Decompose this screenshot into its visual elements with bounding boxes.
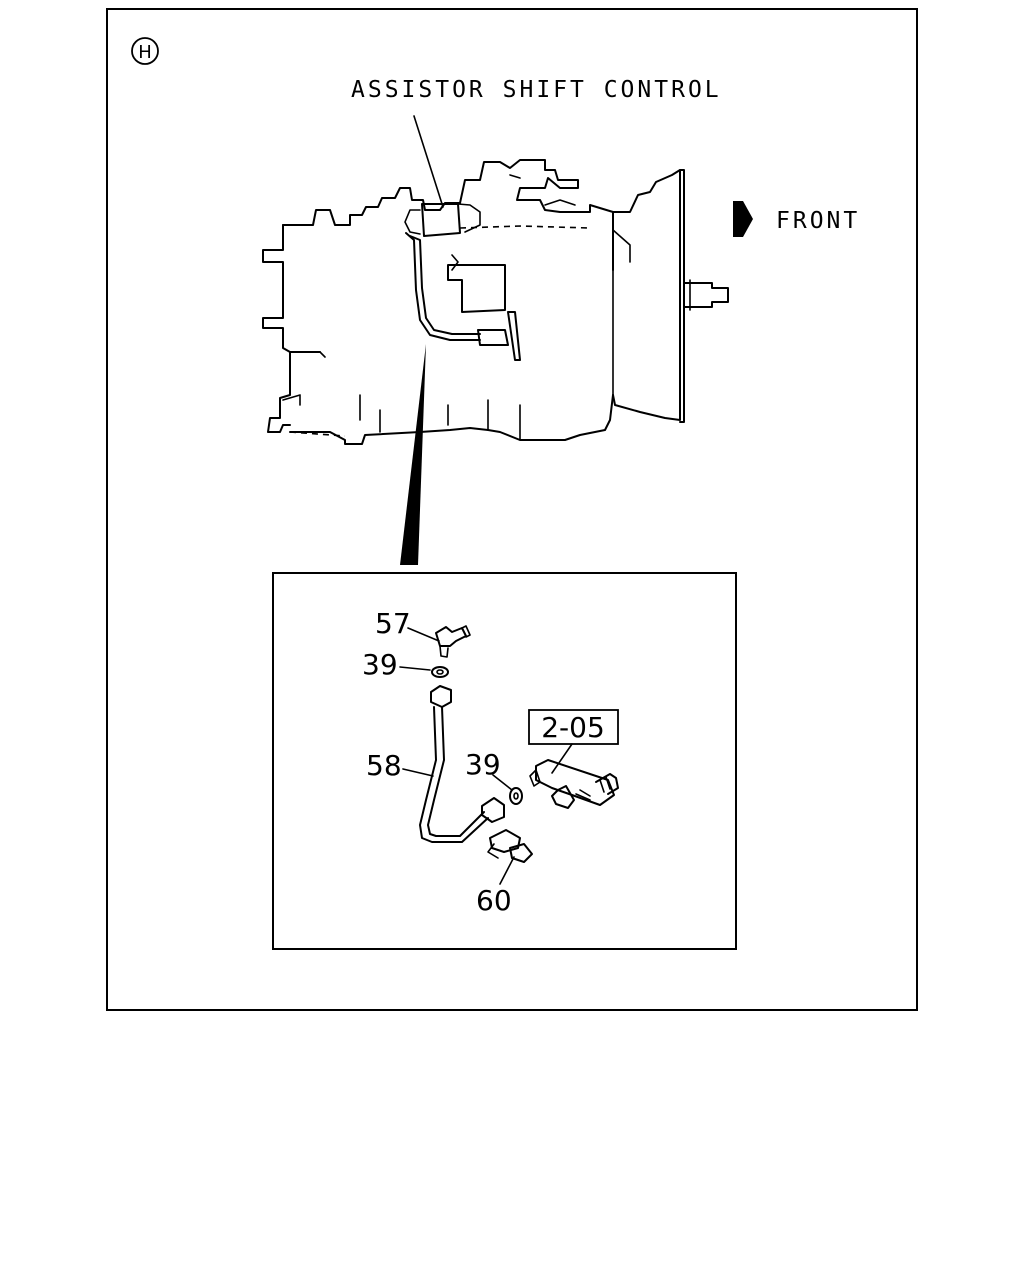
detail-callout-pointer bbox=[400, 344, 426, 565]
view-marker-label: H bbox=[138, 42, 152, 63]
leader-60 bbox=[499, 856, 515, 885]
leader-57 bbox=[407, 627, 440, 642]
part-39-lower-washer bbox=[509, 787, 523, 805]
callout-60: 60 bbox=[476, 884, 512, 917]
part-60-clip bbox=[487, 829, 533, 863]
part-58-hose bbox=[419, 685, 505, 843]
leader-39-upper bbox=[399, 666, 431, 671]
washer-hole bbox=[436, 669, 444, 675]
callout-39-upper: 39 bbox=[362, 648, 398, 681]
reference-box-frame bbox=[528, 709, 619, 745]
front-label: FRONT bbox=[776, 208, 860, 234]
transmission-illustration bbox=[262, 159, 729, 445]
callout-58: 58 bbox=[366, 749, 402, 782]
part-39-upper-washer bbox=[431, 666, 449, 678]
front-direction-arrow-icon bbox=[733, 201, 753, 237]
section-title: ASSISTOR SHIFT CONTROL bbox=[351, 77, 722, 103]
detail-box bbox=[272, 572, 737, 950]
view-marker: H bbox=[131, 37, 159, 65]
washer-hole bbox=[513, 792, 519, 800]
outer-frame bbox=[106, 8, 918, 1011]
title-leader-line bbox=[413, 115, 444, 208]
leader-58 bbox=[402, 768, 434, 777]
reference-valve-2-05 bbox=[529, 759, 619, 809]
leader-2-05 bbox=[551, 743, 573, 774]
part-57-fitting bbox=[435, 625, 471, 658]
callout-57: 57 bbox=[375, 607, 411, 640]
reference-box-label: 2-05 bbox=[541, 711, 605, 744]
leader-39-lower bbox=[492, 774, 513, 791]
